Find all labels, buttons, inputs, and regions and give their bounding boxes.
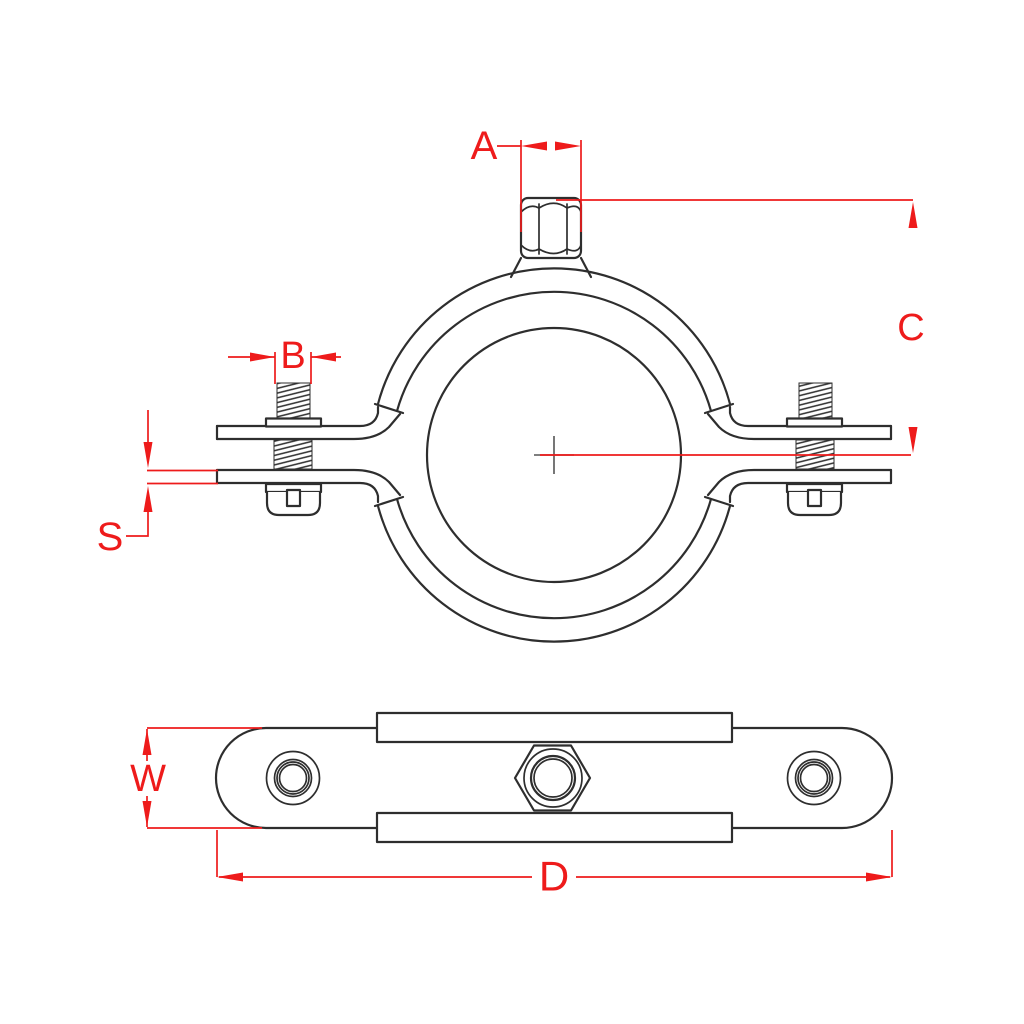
band-lower-inner-arc [395, 497, 713, 620]
flange-strips [215, 405, 893, 504]
dim-d-arrow-left [217, 872, 243, 882]
dim-b-arrow-right [311, 352, 336, 362]
band-cut-lower-right [703, 495, 735, 508]
dim-s-leader [126, 511, 149, 537]
dim-label-d: D [539, 853, 569, 900]
bottom-view [214, 711, 894, 844]
left-bolt-upper-threads [276, 382, 311, 420]
left-spring-nut-slot [285, 488, 302, 508]
front-view [215, 196, 893, 643]
clamp-band-upper [373, 267, 735, 415]
hanger-nut [509, 196, 593, 279]
dim-w: W [130, 727, 262, 829]
right-hole-thread-2 [797, 761, 831, 795]
flange-lower-right-top-edge [706, 468, 893, 497]
right-bolt-upper-threads [798, 382, 833, 420]
dim-label-s: S [97, 515, 124, 559]
dim-label-w: W [130, 758, 166, 800]
left-hole-bore [278, 763, 308, 793]
dim-label-c: C [897, 307, 924, 349]
band-projection-top [375, 711, 734, 744]
left-hole-boss [265, 750, 321, 806]
left-hole-thread-1 [273, 758, 313, 798]
right-bolt-assembly [785, 382, 844, 517]
band-cut-upper-right [703, 402, 735, 415]
right-spring-nut-slot [806, 488, 823, 508]
right-hole-boss [786, 750, 842, 806]
dim-s-arrow-top [143, 442, 153, 468]
right-hole-bore [799, 763, 829, 793]
hex-nut-bore-outer [529, 754, 577, 802]
center-hex-nut [513, 744, 592, 812]
dim-b-arrow-left [250, 352, 275, 362]
dim-label-a: A [471, 124, 498, 168]
left-bolt-middle-threads [273, 439, 313, 470]
left-hole-thread-2 [276, 761, 310, 795]
flange-upper-left-bottom-edge [215, 412, 402, 441]
band-cut-lower-left [373, 495, 405, 508]
flange-upper-right-bottom-edge [706, 412, 893, 441]
flange-upper-left-top-edge [215, 405, 380, 428]
flange-lower-left-top-edge [215, 468, 402, 497]
dim-d-arrow-right [866, 872, 892, 882]
flange-lower-right-bottom-edge [728, 481, 893, 504]
left-bolt-assembly [264, 382, 323, 517]
dim-w-arrow-bottom [142, 801, 152, 827]
hex-nut-outline [513, 744, 592, 812]
right-hole [786, 750, 842, 806]
left-bolt-washer [264, 417, 323, 428]
dim-s: S [97, 410, 218, 559]
band-upper-inner-arc [395, 290, 713, 413]
flange-upper-right-top-edge [728, 405, 893, 428]
hex-nut-washer-circle [523, 748, 583, 808]
hanger-nut-bottom-chamfer [520, 244, 582, 255]
dim-d: D [216, 830, 893, 900]
band-lower-outer-arc [376, 504, 732, 643]
dim-b: B [228, 335, 341, 384]
band-projection-bottom [375, 811, 734, 844]
dimensions: A B C S [97, 124, 925, 900]
right-hole-thread-1 [794, 758, 834, 798]
dim-a-arrow-left [521, 141, 547, 151]
left-hole [265, 750, 321, 806]
right-bolt-washer [785, 417, 844, 428]
dim-w-arrow-top [142, 729, 152, 755]
hex-nut-bore-inner [533, 758, 573, 798]
dim-a-arrow-right [555, 141, 581, 151]
hanger-nut-top-chamfer [520, 202, 582, 213]
dim-s-arrow-bottom [143, 486, 153, 512]
flange-lower-left-bottom-edge [215, 481, 380, 504]
dim-label-b: B [280, 335, 305, 377]
dim-c-arrow-bottom [908, 427, 918, 453]
band-upper-outer-arc [376, 267, 732, 406]
hanger-nut-boss [509, 256, 593, 279]
dim-c: C [556, 199, 925, 453]
dim-c-arrow-top [908, 202, 918, 228]
band-cut-upper-left [373, 402, 405, 415]
clamp-band-lower [373, 495, 735, 643]
dim-a: A [471, 124, 582, 232]
